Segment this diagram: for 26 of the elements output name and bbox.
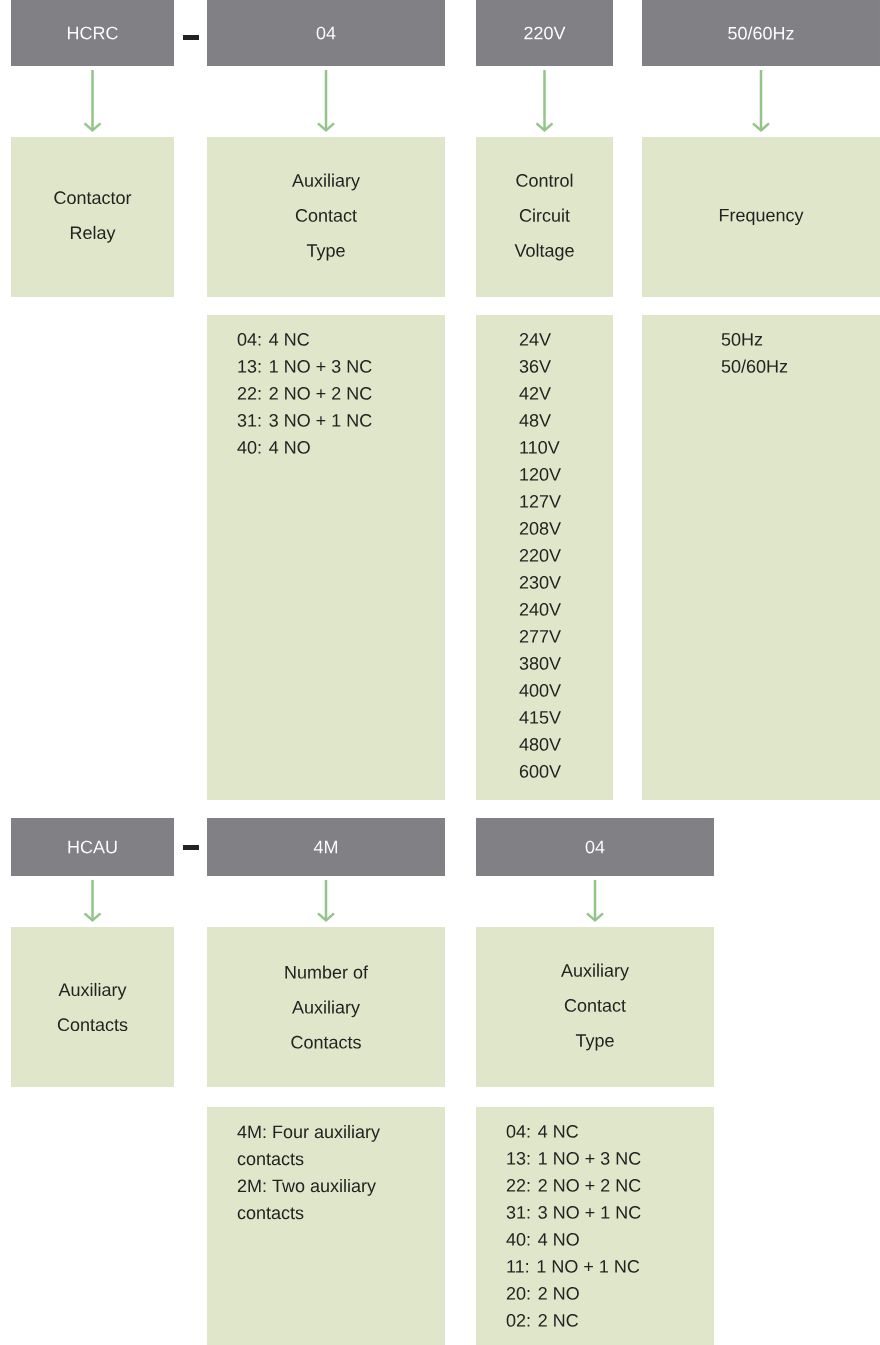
arrow bbox=[586, 880, 604, 922]
arrow bbox=[83, 70, 102, 132]
options-box: 04: 4 NC 13: 1 NO + 3 NC 22: 2 NO + 2 NC 31: 3 NO + 1 NC 40: 4 NO bbox=[207, 315, 445, 800]
description-box: Control Circuit Voltage bbox=[476, 137, 613, 297]
code-box: 4M bbox=[207, 818, 445, 876]
description-box: Frequency bbox=[642, 137, 880, 297]
arrow bbox=[317, 70, 335, 132]
code-box: HCRC bbox=[11, 0, 174, 66]
description-box: Number of Auxiliary Contacts bbox=[207, 927, 445, 1087]
arrow bbox=[752, 70, 770, 132]
code-box: 220V bbox=[476, 0, 613, 66]
code-box: 04 bbox=[207, 0, 445, 66]
description-box: Contactor Relay bbox=[11, 137, 174, 297]
description-box: Auxiliary Contact Type bbox=[207, 137, 445, 297]
description-box: Auxiliary Contact Type bbox=[476, 927, 714, 1087]
code-box: 04 bbox=[476, 818, 714, 876]
code-box: HCAU bbox=[11, 818, 174, 876]
code-box: 50/60Hz bbox=[642, 0, 880, 66]
arrow bbox=[317, 880, 335, 922]
options-box: 24V 36V 42V 48V 110V 120V 127V 208V 220V 230V 240V 277V 380V 400V 415V 480V 600V bbox=[476, 315, 613, 800]
arrow bbox=[83, 880, 102, 922]
options-box: 04: 4 NC 13: 1 NO + 3 NC 22: 2 NO + 2 NC 31: 3 NO + 1 NC 40: 4 NO 11: 1 NO + 1 NC 20: 2 NO 02: 2 NC bbox=[476, 1107, 714, 1345]
options-box: 4M: Four auxiliary contacts 2M: Two auxiliary contacts bbox=[207, 1107, 445, 1345]
arrow bbox=[535, 70, 554, 132]
description-box: Auxiliary Contacts bbox=[11, 927, 174, 1087]
options-box: 50Hz 50/60Hz bbox=[642, 315, 880, 800]
